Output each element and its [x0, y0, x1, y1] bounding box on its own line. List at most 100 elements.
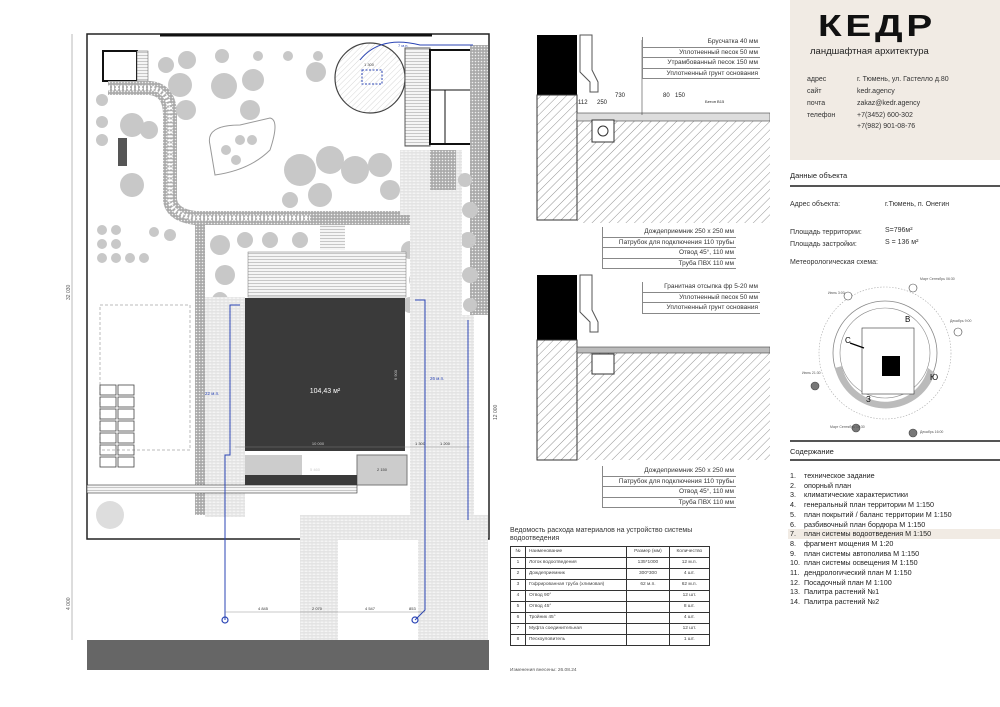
section-2-drawing	[536, 274, 770, 461]
contents-item[interactable]: 14.Палитра растений №2	[790, 597, 880, 607]
brand-logo: КЕДР	[818, 8, 936, 43]
svg-text:10 000: 10 000	[312, 441, 325, 446]
object-address: г.Тюмень, п. Онегин	[885, 201, 950, 208]
section-1-layers: Брусчатка 40 мм Уплотненный песок 50 мм …	[642, 37, 760, 79]
contents-item[interactable]: 5.план покрытий / баланс территории М 1:…	[790, 509, 952, 519]
contents-item[interactable]: 10.план системы освещения М 1:150	[790, 558, 918, 568]
contents-item[interactable]: 8.фрагмент мощения М 1:20	[790, 538, 894, 548]
contact-phone-2: +7(982) 901-08-76	[857, 123, 916, 130]
dim-label: 730	[615, 93, 626, 99]
house-area: 104,43 м²	[310, 388, 341, 395]
dir-west: З	[866, 395, 871, 404]
svg-text:Декабрь 9:00: Декабрь 9:00	[950, 319, 971, 323]
dim-label: 150	[675, 93, 686, 99]
layer-label: Брусчатка 40 мм	[642, 37, 760, 48]
svg-text:Март Сентябрь 18:30: Март Сентябрь 18:30	[830, 425, 865, 429]
contact-site[interactable]: kedr.agency	[857, 88, 895, 95]
part-label: Отвод 45°, 110 мм	[602, 248, 736, 259]
dir-north: С	[845, 336, 851, 345]
dim-label: 112	[578, 100, 588, 106]
contents-item[interactable]: 6.разбивочный план бордюра М 1:150	[790, 519, 926, 529]
parking-grid	[99, 384, 135, 468]
contact-phone: +7(3452) 600-302	[857, 112, 913, 119]
contents-item[interactable]: 12.Посадочный план М 1:100	[790, 577, 892, 587]
dim-bottom: 4 000	[66, 597, 72, 610]
part-label: Патрубок для подключения 110 трубы	[602, 476, 736, 487]
contents-item[interactable]: 9.план системы автополива М 1:150	[790, 548, 920, 558]
contents-item[interactable]: 4.генеральный план территории М 1:150	[790, 500, 934, 510]
sauna	[429, 49, 474, 145]
svg-text:4 845: 4 845	[258, 606, 269, 611]
svg-text:Декабрь 16:00: Декабрь 16:00	[920, 430, 943, 434]
gazebo	[102, 50, 138, 82]
dir-south: Ю	[930, 373, 938, 382]
svg-text:5 460: 5 460	[310, 467, 321, 472]
dim-right: 12 000	[493, 404, 499, 420]
contents-item[interactable]: 11.дендрологический план М 1:150	[790, 568, 912, 578]
contents-title: Содержание	[790, 447, 834, 456]
bench	[118, 138, 127, 166]
table-title: Ведомость расхода материалов на устройст…	[510, 527, 693, 542]
svg-text:Июнь 3:00: Июнь 3:00	[828, 291, 845, 295]
table-note: Изменения внесены: 26.08.24	[510, 668, 577, 673]
contents-item[interactable]: 7.план системы водоотведения М 1:150	[788, 529, 1000, 539]
svg-text:1 300: 1 300	[415, 441, 426, 446]
section-2-layers: Гранитная отсыпка фр 5-20 мм Уплотненный…	[642, 282, 760, 314]
road	[87, 640, 489, 670]
part-label: Дождеприемник 250 х 250 мм	[602, 466, 736, 477]
svg-text:1 300: 1 300	[364, 62, 375, 67]
contact-address: г. Тюмень, ул. Гастелло д.80	[857, 76, 949, 83]
drainage-pipes	[224, 41, 473, 621]
pool	[334, 42, 406, 114]
house	[245, 298, 405, 451]
terrace	[247, 251, 407, 298]
object-data-title: Данные объекта	[790, 171, 848, 180]
brand-subtitle: ландшафтная архитектура	[810, 46, 929, 57]
contents-item[interactable]: 1.техническое задание	[790, 471, 875, 480]
svg-text:853: 853	[409, 606, 416, 611]
layer-label: Уплотненный песок 50 мм	[642, 47, 760, 58]
built-area: S = 136 м²	[885, 239, 919, 246]
dir-east: В	[905, 315, 910, 324]
svg-text:1 200: 1 200	[440, 441, 451, 446]
contents-item[interactable]: 13.Палитра растений №1	[790, 587, 880, 597]
section-1-parts: Дождеприемник 250 х 250 мм Патрубок для …	[602, 227, 736, 269]
part-label: Труба ПВХ 110 мм	[602, 497, 736, 508]
contents-item[interactable]: 3.климатические характеристики	[790, 490, 909, 500]
part-label: Труба ПВХ 110 мм	[602, 258, 736, 269]
section-1-drawing	[536, 34, 770, 223]
part-label: Патрубок для подключения 110 трубы	[602, 237, 736, 248]
layer-label: Утрамбованный песок 150 мм	[642, 58, 760, 69]
svg-text:2 150: 2 150	[377, 467, 388, 472]
site-area: S=796м²	[885, 227, 913, 234]
section-2-parts: Дождеприемник 250 х 250 мм Патрубок для …	[602, 466, 736, 508]
part-label: Отвод 45°, 110 мм	[602, 487, 736, 498]
svg-text:2 070: 2 070	[312, 606, 323, 611]
drainage-site-plan: 32 030 4 000 12 000 1 300 104,43 м² 10 0…	[66, 33, 499, 670]
sun-positions	[810, 283, 963, 438]
dim-side: 32 030	[66, 284, 72, 300]
layer-label: Уплотненный песок 50 мм	[642, 292, 760, 303]
dim-label: 80	[663, 93, 670, 99]
part-label: Дождеприемник 250 х 250 мм	[602, 227, 736, 238]
layer-label: Уплотненный грунт основания	[642, 68, 760, 79]
svg-text:9 900: 9 900	[393, 369, 398, 380]
pipe-length-right: 26 м.п.	[430, 376, 444, 381]
pipe-length-left: 22 м.п.	[205, 391, 219, 396]
svg-text:Март Сентябрь 06:30: Март Сентябрь 06:30	[920, 277, 955, 281]
concrete-label: Бетон В15	[705, 99, 725, 104]
contents-item[interactable]: 2.опорный план	[790, 480, 852, 490]
dim-label: 250	[597, 100, 608, 106]
contact-email[interactable]: zakaz@kedr.agency	[857, 100, 921, 107]
pipe-length-top: 7 м.п.	[398, 43, 408, 48]
